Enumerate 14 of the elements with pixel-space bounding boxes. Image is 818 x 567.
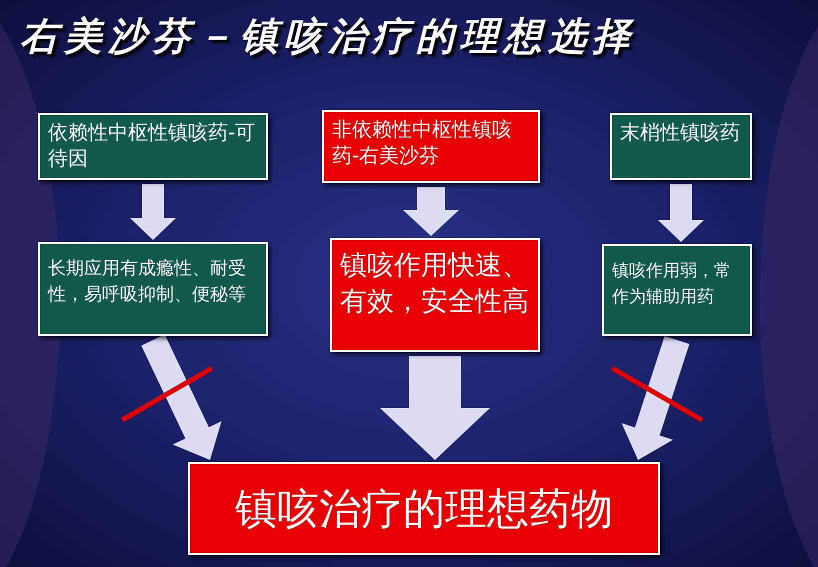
text-box: 镇咳作用弱，常作为辅助用药	[602, 244, 752, 336]
block-arrow	[141, 334, 222, 460]
slide-title: 右美沙芬－镇咳治疗的理想选择	[20, 13, 636, 60]
block-arrow	[130, 184, 176, 240]
text-box: 依赖性中枢性镇咳药-可待因	[38, 113, 268, 180]
text-box: 末梢性镇咳药	[610, 113, 752, 180]
block-arrow	[658, 184, 704, 242]
result-box: 镇咳治疗的理想药物	[188, 462, 660, 555]
text-box: 镇咳作用快速、有效，安全性高	[330, 238, 540, 352]
text-box: 非依赖性中枢性镇咳药-右美沙芬	[322, 110, 540, 183]
text-box: 长期应用有成瘾性、耐受性，易呼吸抑制、便秘等	[38, 242, 268, 336]
block-arrow	[403, 187, 459, 236]
block-arrow	[380, 356, 490, 460]
block-arrow	[622, 336, 690, 460]
